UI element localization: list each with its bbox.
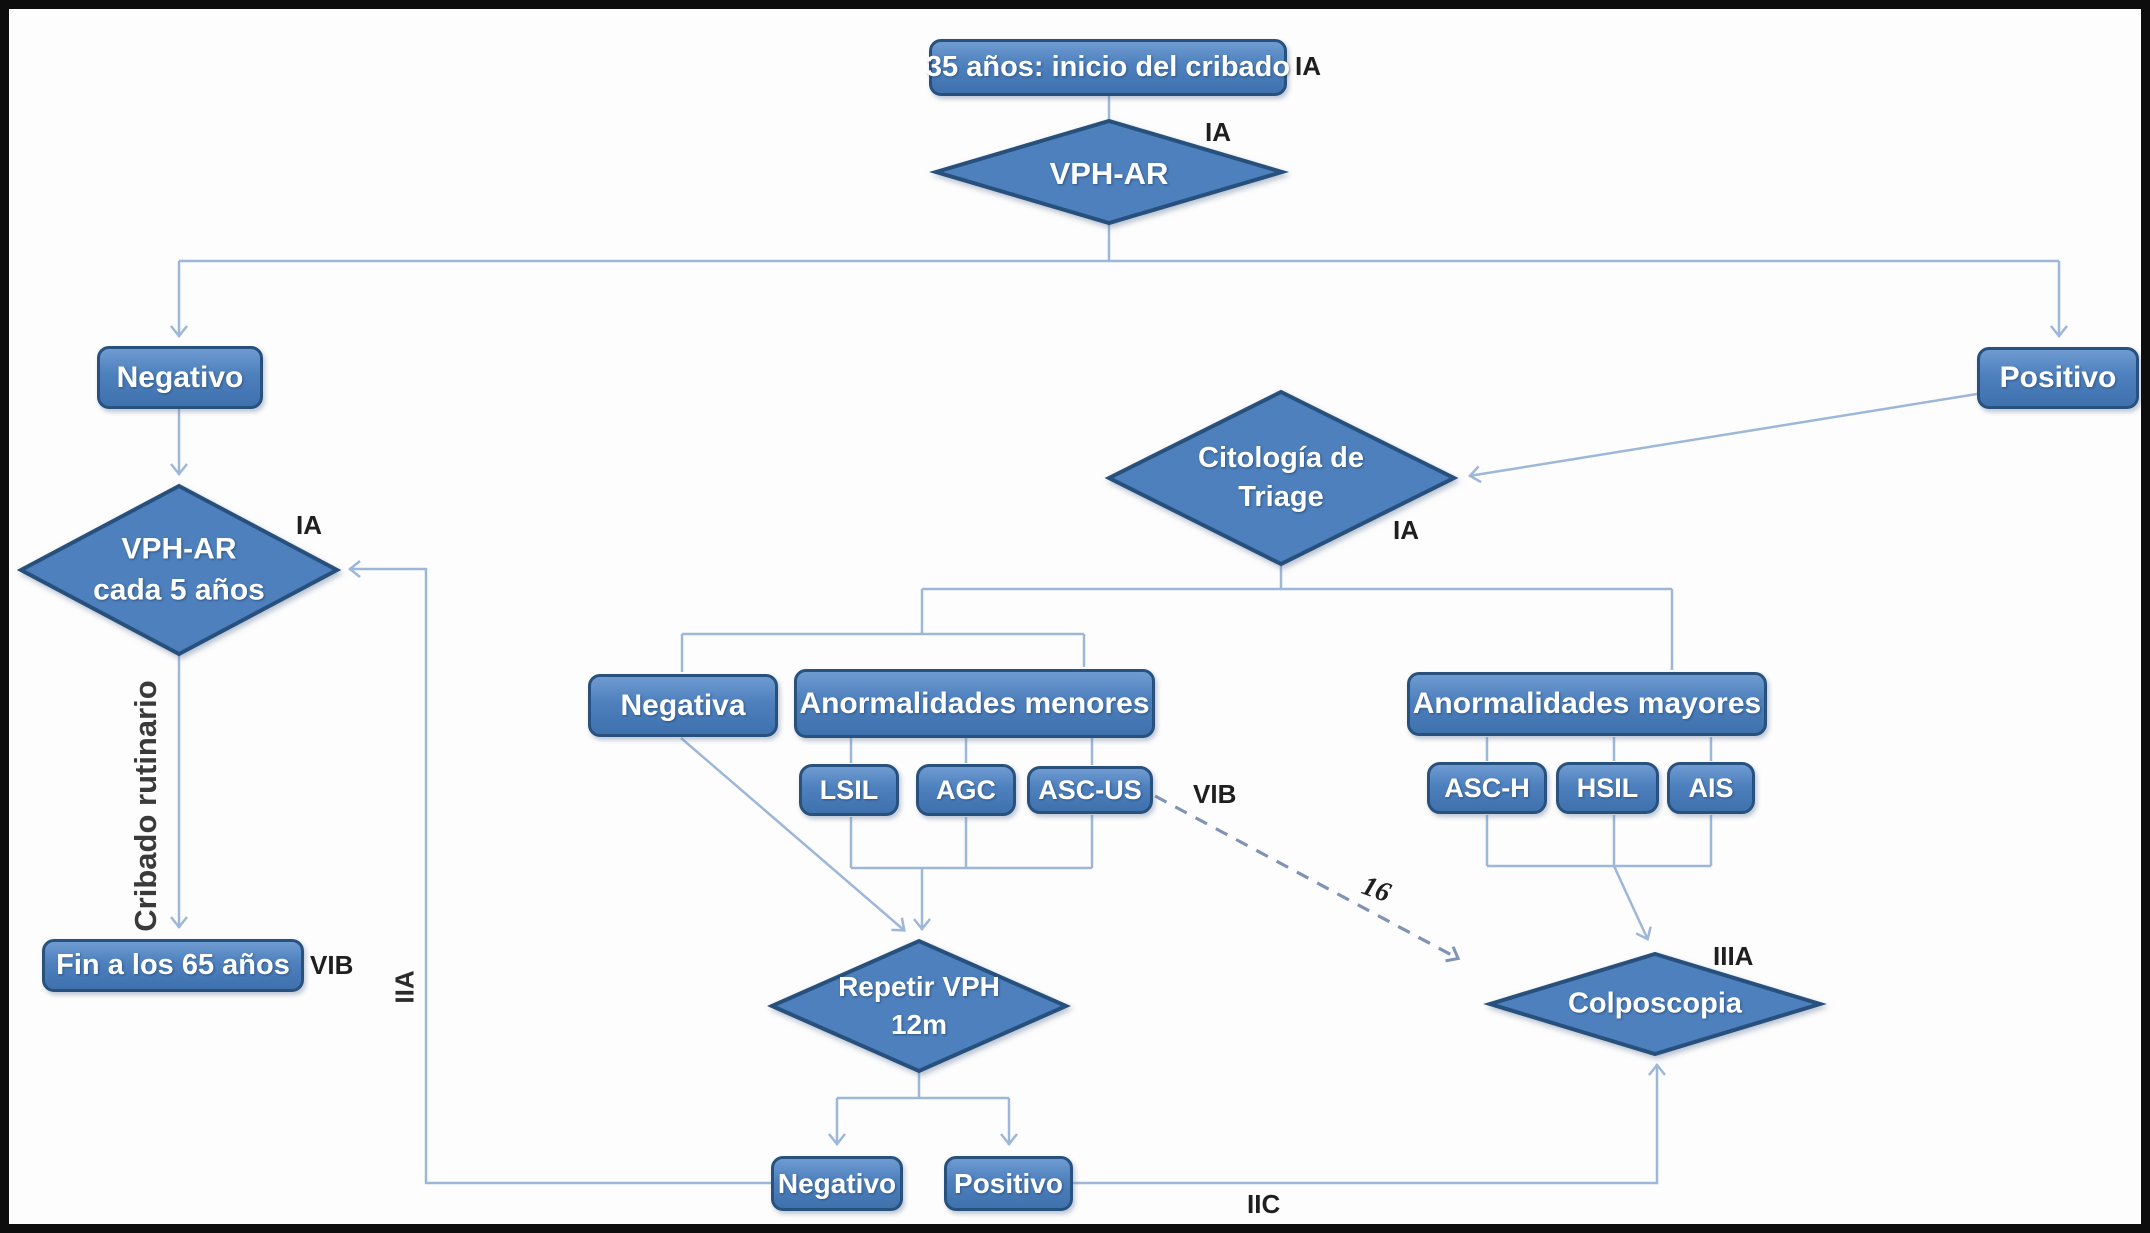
node-anormalidades-menores: Anormalidades menores — [794, 669, 1155, 738]
node-negativo-left: Negativo — [97, 346, 263, 409]
node-positivo-right: Positivo — [1977, 347, 2139, 409]
node-asc-h: ASC-H — [1427, 762, 1547, 814]
grade-fin-vib: VIB — [310, 950, 354, 980]
edge-loop-iia — [347, 560, 771, 1185]
edge-bracket4-colposcopia — [1612, 865, 1652, 941]
decision-colposcopia — [1483, 951, 1827, 1057]
grade-vph5-ia: IA — [296, 510, 322, 540]
decision-vph-ar — [928, 118, 1290, 226]
decision-citologia-line1: Citología de — [1198, 441, 1364, 474]
edge-dashed-ascus-colposcopia — [1154, 794, 1461, 963]
node-fin-65: Fin a los 65 años — [42, 939, 304, 992]
edge-negativa-repetir — [680, 737, 906, 932]
edge-loop-iic — [1072, 1062, 1666, 1185]
decision-colposcopia-label: Colposcopia — [1567, 987, 1743, 1020]
node-lsil: LSIL — [799, 764, 899, 816]
grade-loop-iia: IIA — [389, 970, 420, 1004]
grade-loop-iic: IIC — [1247, 1189, 1281, 1219]
grade-citologia-ia: IA — [1393, 515, 1419, 545]
node-agc: AGC — [916, 764, 1016, 816]
node-negativo-bottom: Negativo — [771, 1156, 903, 1211]
decision-repetir-line1: Repetir VPH — [838, 971, 1000, 1003]
decision-vph-5-label: VPH-AR cada 5 años — [93, 530, 265, 611]
decision-vph-5-line1: VPH-AR — [121, 532, 237, 566]
decision-repetir-line2: 12m — [890, 1009, 948, 1040]
node-asc-us: ASC-US — [1027, 766, 1153, 814]
decision-repetir-vph — [767, 938, 1071, 1074]
node-ais: AIS — [1667, 762, 1755, 814]
decision-vph-5-anos — [16, 483, 342, 657]
node-negativa: Negativa — [588, 674, 778, 737]
grade-start-ia: IA — [1295, 51, 1321, 81]
grade-colposcopia-iiia: IIIA — [1713, 941, 1754, 971]
node-start: 35 años: inicio del cribado — [926, 39, 1290, 96]
decision-citologia-triage — [1104, 389, 1459, 567]
node-hsil: HSIL — [1556, 762, 1659, 814]
decision-vph-ar-label: VPH-AR — [1049, 156, 1169, 192]
decision-repetir-label: Repetir VPH 12m — [838, 968, 1000, 1044]
node-positivo-bottom: Positivo — [944, 1156, 1073, 1211]
decision-vph-5-line2: cada 5 años — [93, 573, 265, 606]
node-anormalidades-mayores: Anormalidades mayores — [1407, 672, 1767, 736]
connector-layer — [16, 96, 2068, 1185]
decision-citologia-line2: Triage — [1238, 481, 1324, 513]
decision-citologia-label: Citología de Triage — [1198, 439, 1364, 517]
edge-positivo-citologia — [1468, 392, 1978, 484]
label-cribado-rutinario: Cribado rutinario — [128, 680, 163, 932]
grade-ascus-vib: VIB — [1193, 779, 1237, 809]
grade-vphar-ia: IA — [1205, 117, 1231, 147]
